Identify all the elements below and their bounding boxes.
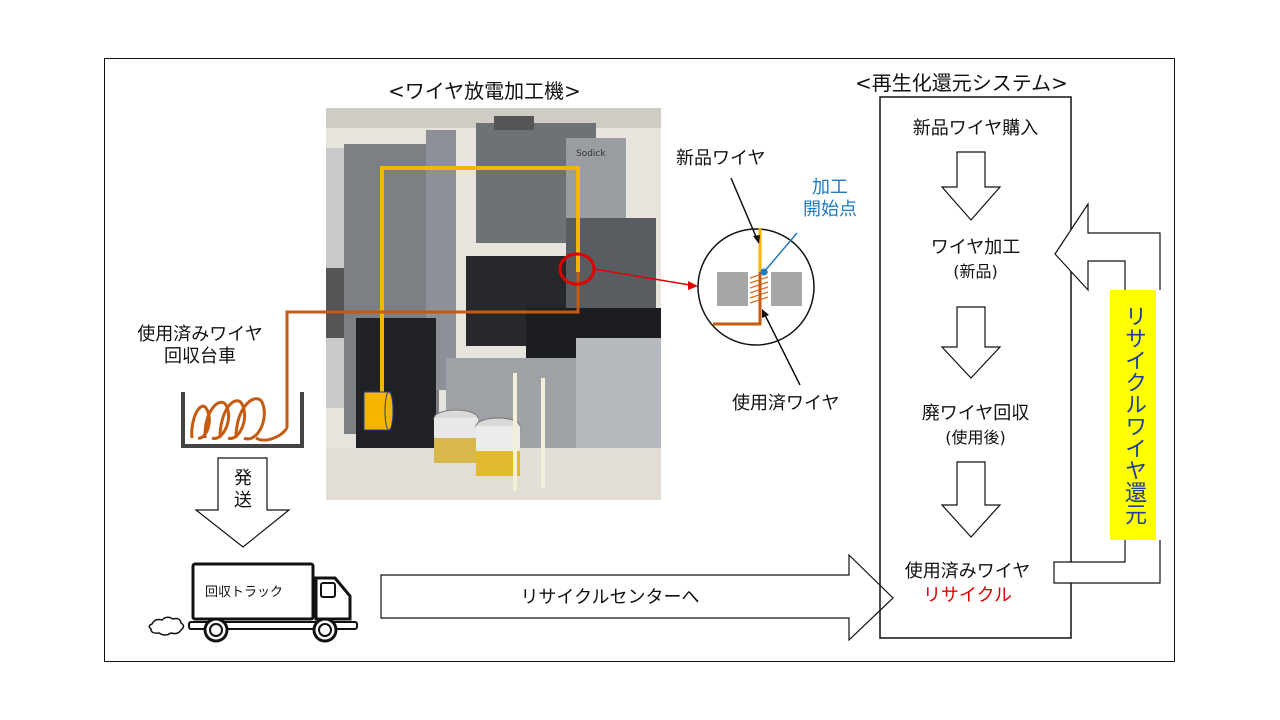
- die-block-right: [771, 272, 802, 306]
- diagram-frame: [104, 58, 1175, 662]
- flow-arrow-2: [940, 306, 1002, 379]
- system-box: [879, 96, 1072, 639]
- flow-arrow-1: [940, 151, 1002, 221]
- step-recycle: リサイクル: [922, 585, 1013, 606]
- step-machining: ワイヤ加工: [930, 237, 1021, 258]
- cart-bin: [181, 392, 304, 448]
- step-machining-sub: (新品): [953, 262, 998, 281]
- new-wire-label: 新品ワイヤ: [676, 148, 766, 169]
- die-block-left: [717, 272, 748, 306]
- step-collection-sub: (使用後): [945, 428, 1006, 447]
- return-wire-label: リサイクルワイヤ還元: [1110, 290, 1156, 540]
- ship-label-line1: 発: [234, 468, 252, 489]
- cart-label-line2: 回収台車: [164, 346, 236, 367]
- start-point-label-line1: 加工: [812, 177, 848, 198]
- used-wire-coil: [190, 397, 289, 442]
- step-used-wire: 使用済みワイヤ: [904, 561, 1031, 582]
- detail-circle: [697, 228, 815, 346]
- truck-label: 回収トラック: [205, 585, 284, 600]
- new-wire-path: [380, 166, 580, 400]
- step-collection: 廃ワイヤ回収: [921, 403, 1030, 424]
- exhaust-cloud-icon: [148, 616, 185, 636]
- used-wire-label: 使用済ワイヤ: [732, 393, 840, 414]
- used-wire-path: [285, 272, 580, 428]
- red-arrow-head: [688, 281, 698, 290]
- start-point-label-line2: 開始点: [803, 199, 857, 220]
- svg-text:Sodick: Sodick: [576, 149, 606, 159]
- machine-title: <ワイヤ放電加工機>: [388, 79, 581, 103]
- recycle-center-label: リサイクルセンターへ: [520, 587, 700, 608]
- step-purchase: 新品ワイヤ購入: [912, 118, 1039, 139]
- system-title: <再生化還元システム>: [855, 71, 1068, 95]
- cart-label-line1: 使用済みワイヤ: [137, 324, 263, 345]
- truck-icon: [188, 562, 358, 643]
- ship-arrow: [194, 457, 291, 548]
- recycle-center-arrow: [380, 553, 894, 642]
- ship-label-line2: 送: [234, 490, 252, 511]
- flow-arrow-3: [940, 461, 1002, 538]
- return-loop-arrow: [1053, 540, 1161, 584]
- detail-used-wire: [713, 272, 762, 326]
